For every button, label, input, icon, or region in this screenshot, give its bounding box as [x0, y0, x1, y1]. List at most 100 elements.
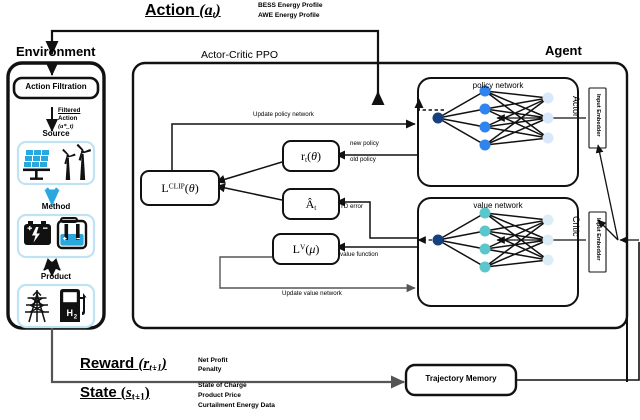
- network-edge: [484, 239, 549, 268]
- ratio-box: rt(θ): [282, 140, 340, 172]
- action-heading: Action (at): [145, 2, 221, 21]
- memory-to-critic-embedder: [597, 219, 619, 241]
- ratio-label: rt(θ): [301, 148, 321, 164]
- network-hidden-node: [479, 103, 491, 115]
- action-feedback-path: [45, 29, 380, 100]
- svg-text:H: H: [67, 308, 74, 318]
- power-pylon-icon: [25, 290, 49, 323]
- edge-label-old-policy: old policy: [350, 156, 376, 163]
- advantage-box: Ât: [282, 188, 340, 220]
- network-edge: [484, 219, 549, 268]
- stage-label-source: Source: [42, 129, 70, 138]
- value-network: [432, 207, 554, 273]
- stage-label-product: Product: [40, 272, 72, 281]
- ppo-title: Actor-Critic PPO: [201, 49, 279, 61]
- network-edge: [484, 212, 549, 261]
- actor-panel: [417, 77, 579, 187]
- network-edge: [437, 212, 486, 241]
- agent-title: Agent: [545, 43, 582, 58]
- network-output-node: [542, 234, 554, 246]
- network-edge: [484, 117, 549, 146]
- action-filtration-label: Action Filtration: [25, 82, 87, 91]
- value-network-title: value network: [473, 201, 523, 210]
- network-hidden-node: [479, 139, 491, 151]
- network-output-node: [542, 254, 554, 266]
- state-item-2: Curtailment Energy Data: [198, 402, 275, 409]
- network-edge: [484, 239, 549, 250]
- filtered-label-line2: Action: [58, 115, 78, 122]
- network-hidden-node: [479, 225, 491, 237]
- network-edge: [484, 126, 549, 139]
- network-output-node: [542, 132, 554, 144]
- reward-state-bus: [50, 328, 406, 389]
- filtered-label-line3: (a*_t): [58, 123, 74, 130]
- network-edge: [437, 239, 486, 250]
- network-edge: [484, 108, 549, 139]
- network-edge: [484, 230, 549, 261]
- state-item-1: Product Price: [198, 392, 241, 399]
- edge-label-update-policy: Update policy network: [253, 111, 314, 118]
- stage-label-method: Method: [41, 202, 71, 211]
- network-edge: [484, 219, 549, 250]
- network-hidden-node: [479, 121, 491, 133]
- network-edge: [484, 97, 549, 128]
- network-output-node: [542, 112, 554, 124]
- network-edge: [437, 117, 486, 146]
- value-loss-box: LV(μ): [272, 233, 340, 265]
- memory-to-actor-embedder: [595, 144, 619, 241]
- network-input-node: [432, 112, 444, 124]
- network-output-node: [542, 92, 554, 104]
- network-edge: [484, 90, 549, 139]
- network-edge: [484, 212, 549, 241]
- battery-icon: [24, 221, 51, 245]
- clip-loss-box: LCLIP(θ): [140, 170, 220, 206]
- network-edge: [437, 90, 486, 119]
- trajectory-memory-label: Trajectory Memory: [425, 374, 497, 383]
- policy-network: [432, 85, 554, 151]
- wind-turbine-icon: [62, 143, 91, 180]
- action-item-0: BESS Energy Profile: [258, 2, 323, 9]
- edge-label-value-function: value function: [340, 251, 379, 258]
- action-item-1: AWE Energy Profile: [258, 12, 320, 19]
- network-input-node: [432, 234, 444, 246]
- edge-label-update-value: Update value network: [282, 290, 342, 297]
- network-edge: [437, 239, 486, 268]
- svg-text:2: 2: [74, 315, 78, 321]
- network-edge: [484, 108, 549, 119]
- actor-dashed-output: [414, 98, 444, 111]
- policy-network-title: policy network: [472, 81, 524, 90]
- network-edge: [484, 219, 549, 232]
- reward-heading: Reward (rt+1): [80, 355, 167, 374]
- network-edge: [484, 248, 549, 261]
- electrolyzer-icon: [56, 217, 88, 250]
- network-edge: [484, 230, 549, 241]
- filtered-label-line1: Filtered: [58, 107, 81, 114]
- reward-item-0: Net Profit: [198, 357, 228, 364]
- environment-title: Environment: [16, 44, 96, 59]
- network-edge: [484, 137, 549, 146]
- state-heading: State (st+1): [80, 384, 150, 403]
- memory-to-loop: [516, 242, 640, 381]
- network-edge: [484, 97, 549, 110]
- network-output-node: [542, 214, 554, 226]
- network-hidden-node: [479, 261, 491, 273]
- state-item-0: State of Charge: [198, 382, 247, 389]
- value-loss-label: LV(μ): [292, 241, 320, 256]
- update-policy-path: [171, 119, 416, 170]
- network-hidden-node: [479, 207, 491, 219]
- network-edge: [437, 117, 486, 128]
- reward-item-1: Penalty: [198, 366, 222, 373]
- network-edge: [484, 212, 549, 221]
- network-hidden-node: [479, 243, 491, 255]
- network-edge: [484, 90, 549, 119]
- critic-input-embedder-label: Input Embedder: [595, 218, 601, 261]
- network-edge: [484, 97, 549, 146]
- update-value-path: [219, 256, 416, 293]
- edge-label-new-policy: new policy: [350, 140, 379, 147]
- action-filtration-box: [12, 76, 100, 100]
- edge-label-td-error: TD error: [340, 203, 364, 210]
- advantage-to-clip: [215, 183, 283, 201]
- hydrogen-pump-icon: H 2: [60, 289, 87, 322]
- advantage-label: Ât: [305, 196, 317, 212]
